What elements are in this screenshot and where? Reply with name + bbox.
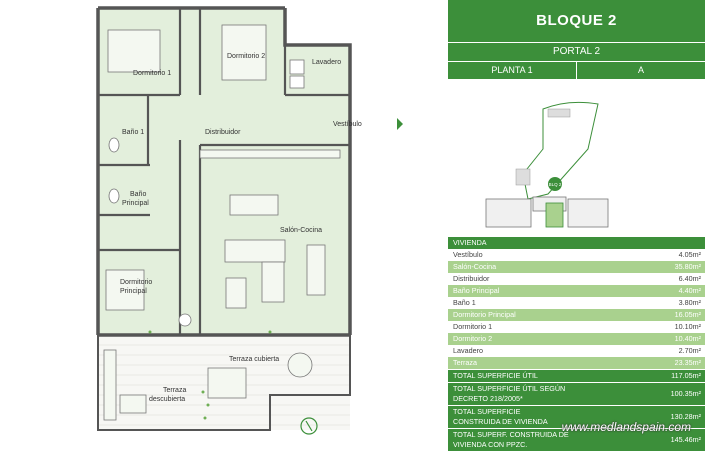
row-value: 4.40m² xyxy=(678,286,701,295)
total-label-line2: DECRETO 218/2005* xyxy=(453,394,523,403)
room-label-bano-1: Baño 1 xyxy=(122,129,144,136)
site-key-map-drawing: BLQ 2 xyxy=(485,101,609,228)
watermark: www.medlandspain.com xyxy=(561,420,691,434)
total-label-line2: VIVIENDA CON PPZC. xyxy=(453,440,528,449)
table-row: Baño Principal 4.40m² xyxy=(448,285,705,297)
row-value: 10.40m² xyxy=(674,334,701,343)
total-label-line1: TOTAL SUPERFICIE xyxy=(453,407,521,416)
total-value: 117.05m² xyxy=(671,371,701,380)
info-panel: BLOQUE 2 PORTAL 2 PLANTA 1 A BLQ 2 VIVIE… xyxy=(448,0,705,454)
room-label-dormitorio-2: Dormitorio 2 xyxy=(227,53,265,60)
block-title: BLOQUE 2 xyxy=(448,0,705,42)
room-label-terraza-descubierta-2: descubierta xyxy=(149,396,185,403)
row-label: Dormitorio 1 xyxy=(453,322,493,331)
row-label: Lavadero xyxy=(453,346,483,355)
total-row: TOTAL SUPERFICIE ÚTIL 117.05m² xyxy=(448,369,705,382)
total-label-line1: TOTAL SUPERFICIE ÚTIL SEGÚN xyxy=(453,384,566,393)
unit-letter: A xyxy=(637,65,644,75)
table-row: Dormitorio Principal 16.05m² xyxy=(448,309,705,321)
room-label-terraza-cubierta: Terraza cubierta xyxy=(229,356,279,363)
row-value: 2.70m² xyxy=(678,346,701,355)
room-label-terraza-descubierta-1: Terraza xyxy=(163,387,186,394)
table-row: Salón-Cocina 35.80m² xyxy=(448,261,705,273)
floor-plan-drawing: Dormitorio 1 Dormitorio 2 Lavadero Baño … xyxy=(96,6,403,435)
room-label-bano-principal-1: Baño xyxy=(130,191,146,198)
compass-icon xyxy=(300,417,318,435)
table-row: Vestíbulo 4.05m² xyxy=(448,249,705,261)
table-row: Distribuidor 6.40m² xyxy=(448,273,705,285)
row-label: Distribuidor xyxy=(453,274,490,283)
row-value: 35.80m² xyxy=(674,262,701,271)
portal-label: PORTAL 2 xyxy=(448,42,705,61)
table-row: Terraza 23.35m² xyxy=(448,357,705,369)
row-value: 23.35m² xyxy=(674,358,701,367)
room-label-bano-principal-2: Principal xyxy=(122,200,149,207)
row-value: 4.05m² xyxy=(678,250,701,259)
room-label-vestibulo: Vestíbulo xyxy=(333,121,362,128)
total-value: 130.28m² xyxy=(670,412,701,421)
floor-unit-bar: PLANTA 1 A xyxy=(448,61,705,79)
table-row: Dormitorio 2 10.40m² xyxy=(448,333,705,345)
row-value: 3.80m² xyxy=(678,298,701,307)
row-value: 10.10m² xyxy=(674,322,701,331)
room-label-salon-cocina: Salón-Cocina xyxy=(280,227,322,234)
table-row: Baño 1 3.80m² xyxy=(448,297,705,309)
row-label: Vestíbulo xyxy=(453,250,483,259)
row-label: Dormitorio 2 xyxy=(453,334,493,343)
table-row: Lavadero 2.70m² xyxy=(448,345,705,357)
room-label-dormitorio-1: Dormitorio 1 xyxy=(133,70,171,77)
total-label-line2: CONSTRUIDA DE VIVIENDA xyxy=(453,417,548,426)
row-value: 16.05m² xyxy=(674,310,701,319)
floor-label: PLANTA 1 xyxy=(448,62,577,79)
floor-plan: Dormitorio 1 Dormitorio 2 Lavadero Baño … xyxy=(96,6,403,435)
row-label: Baño Principal xyxy=(453,286,500,295)
table-row: Dormitorio 1 10.10m² xyxy=(448,321,705,333)
row-label: Baño 1 xyxy=(453,298,476,307)
row-label: Dormitorio Principal xyxy=(453,310,516,319)
table-header: VIVIENDA xyxy=(448,237,705,249)
row-label: Terraza xyxy=(453,358,477,367)
row-label: Salón-Cocina xyxy=(453,262,497,271)
total-label: TOTAL SUPERFICIE ÚTIL xyxy=(453,371,538,380)
room-label-lavadero: Lavadero xyxy=(312,59,341,66)
site-key-map: BLQ 2 xyxy=(448,79,705,237)
total-value: 145.46m² xyxy=(670,435,701,444)
total-value: 100.35m² xyxy=(670,389,701,398)
room-label-distribuidor: Distribuidor xyxy=(205,129,241,136)
entrance-arrow-icon xyxy=(397,118,403,130)
total-label-line1: TOTAL SUPERF. CONSTRUIDA DE xyxy=(453,430,569,439)
key-map-block-label: BLQ 2 xyxy=(549,182,562,187)
row-value: 6.40m² xyxy=(678,274,701,283)
table-header-label: VIVIENDA xyxy=(453,238,487,247)
room-label-dormitorio-principal-1: Dormitorio xyxy=(120,279,152,286)
room-label-dormitorio-principal-2: Principal xyxy=(120,288,147,295)
